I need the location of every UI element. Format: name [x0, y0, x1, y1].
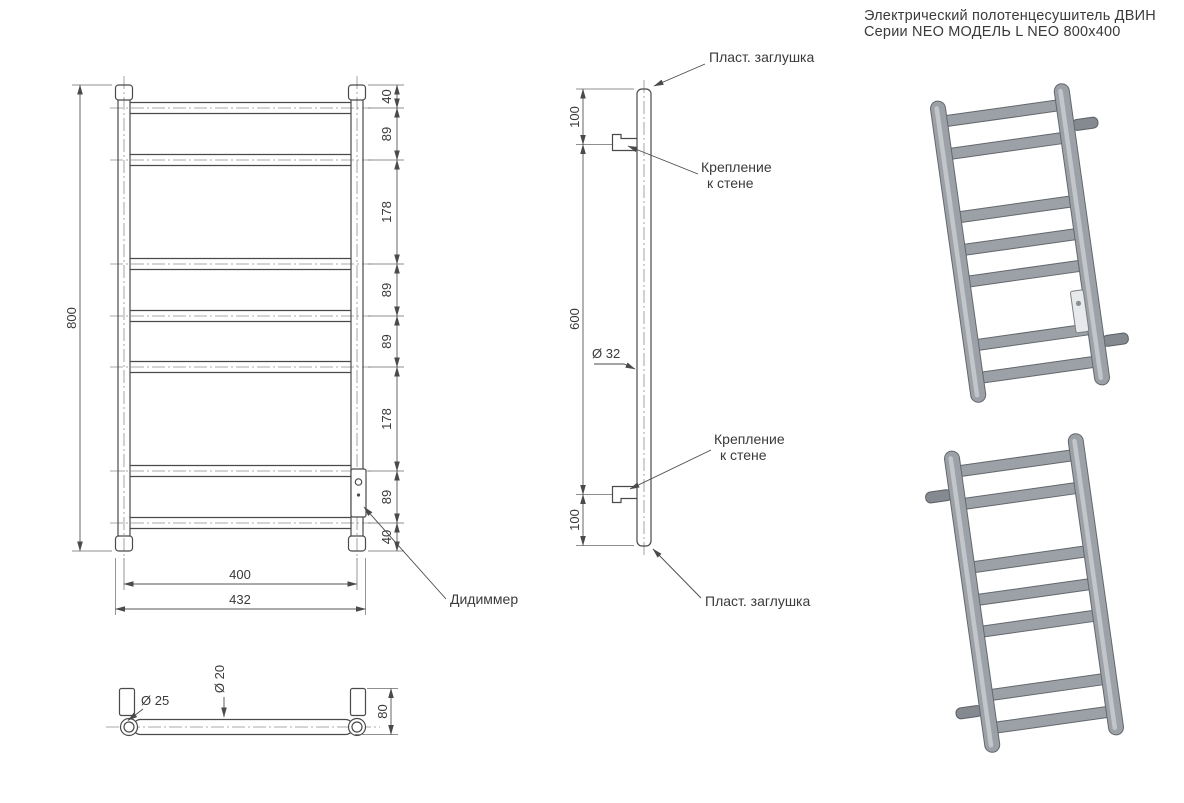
title-line-2: Серии NEO МОДЕЛЬ L NEO 800x400 — [864, 24, 1121, 40]
dim-segment-6: 178 — [379, 408, 394, 430]
side-tube — [636, 88, 652, 547]
dim-100-bottom: 100 — [567, 509, 582, 531]
dim-segment-4: 89 — [379, 283, 394, 297]
dim-segment-2: 89 — [379, 127, 394, 141]
plug-label-bottom: Пласт. заглушка — [705, 593, 810, 609]
mount-label-bottom-line2: к стене — [720, 447, 767, 463]
front-dim-chain: 40 89 178 89 89 178 89 40 — [368, 84, 404, 552]
dim-432: 432 — [229, 592, 251, 607]
dimmer-box — [350, 468, 367, 518]
dimmer-callout: Дидиммер — [363, 506, 518, 607]
side-view: 100 600 100 Ø 32 Пласт. заглушка Креплен… — [567, 49, 814, 609]
top-view-post-right-outer — [347, 717, 367, 737]
dim-400: 400 — [229, 567, 251, 582]
dim-dia-25: Ø 25 — [141, 693, 169, 708]
title-block: Электрический полотенцесушитель ДВИН Сер… — [864, 8, 1180, 40]
dim-800: 800 — [64, 307, 79, 329]
top-view-post-left-outer — [119, 717, 139, 737]
post-cap-top-right — [347, 84, 367, 101]
dimmer-led-icon — [356, 493, 361, 497]
plug-callout-top: Пласт. заглушка — [653, 49, 814, 87]
top-dim-dia20: Ø 20 — [212, 665, 227, 718]
mount-label-top-line2: к стене — [707, 175, 754, 191]
front-dim-height: 800 — [64, 84, 112, 552]
render-bottom-wall-peg-upper — [925, 489, 953, 504]
post-cap-top-left — [114, 84, 134, 101]
render-top-wall-peg-lower — [1101, 332, 1129, 347]
mount-label-top-line1: Крепление — [701, 159, 772, 175]
side-dim-diameter: Ø 32 — [592, 346, 636, 370]
dim-segment-1: 40 — [379, 89, 394, 103]
plug-label-top: Пласт. заглушка — [709, 49, 814, 65]
dim-100-top: 100 — [567, 106, 582, 128]
dim-segment-7: 89 — [379, 490, 394, 504]
front-dim-widths: 400 432 — [115, 558, 366, 615]
post-cap-bottom-right — [347, 535, 367, 552]
dim-segment-3: 178 — [379, 201, 394, 223]
side-dim-chain: 100 600 100 — [567, 88, 634, 546]
render-top-posts — [929, 83, 1111, 403]
front-view-posts — [114, 84, 367, 552]
dim-80: 80 — [375, 704, 390, 718]
front-view-centerlines — [110, 76, 371, 560]
render-top-control-box — [1069, 289, 1090, 334]
title-line-1: Электрический полотенцесушитель ДВИН — [864, 8, 1156, 24]
top-view-bracket-left — [118, 687, 136, 717]
post-cap-bottom-left — [114, 535, 134, 552]
wall-bracket-bottom — [611, 485, 638, 504]
top-view-post-left-inner — [123, 721, 135, 733]
wall-bracket-top — [611, 133, 638, 152]
top-view-bracket-right — [349, 687, 367, 717]
render-bottom — [925, 433, 1125, 753]
top-view-post-right-inner — [351, 721, 363, 733]
dim-dia-32: Ø 32 — [592, 346, 620, 361]
dim-600: 600 — [567, 308, 582, 330]
mount-callout-bottom: Крепление к стене — [629, 431, 785, 490]
mount-callout-top: Крепление к стене — [627, 145, 772, 191]
front-view: 40 89 178 89 89 178 89 40 800 400 432 — [64, 76, 518, 615]
render-top-wall-peg-upper — [1071, 116, 1099, 131]
dimmer-label: Дидиммер — [450, 591, 518, 607]
render-bottom-wall-peg-lower — [955, 705, 983, 720]
plug-callout-bottom: Пласт. заглушка — [652, 548, 810, 609]
top-dim-dia25: Ø 25 — [127, 693, 169, 721]
top-view: Ø 25 Ø 20 80 — [106, 665, 398, 737]
dim-segment-8: 40 — [379, 530, 394, 544]
render-bottom-posts — [943, 433, 1125, 753]
top-dim-80: 80 — [355, 688, 398, 735]
dim-dia-20: Ø 20 — [212, 665, 227, 693]
render-top — [929, 83, 1129, 403]
render-control-knob-icon — [1075, 300, 1082, 307]
front-view-rungs — [129, 101, 352, 530]
dimmer-knob-icon — [354, 478, 363, 486]
dim-segment-5: 89 — [379, 334, 394, 348]
mount-label-bottom-line1: Крепление — [714, 431, 785, 447]
